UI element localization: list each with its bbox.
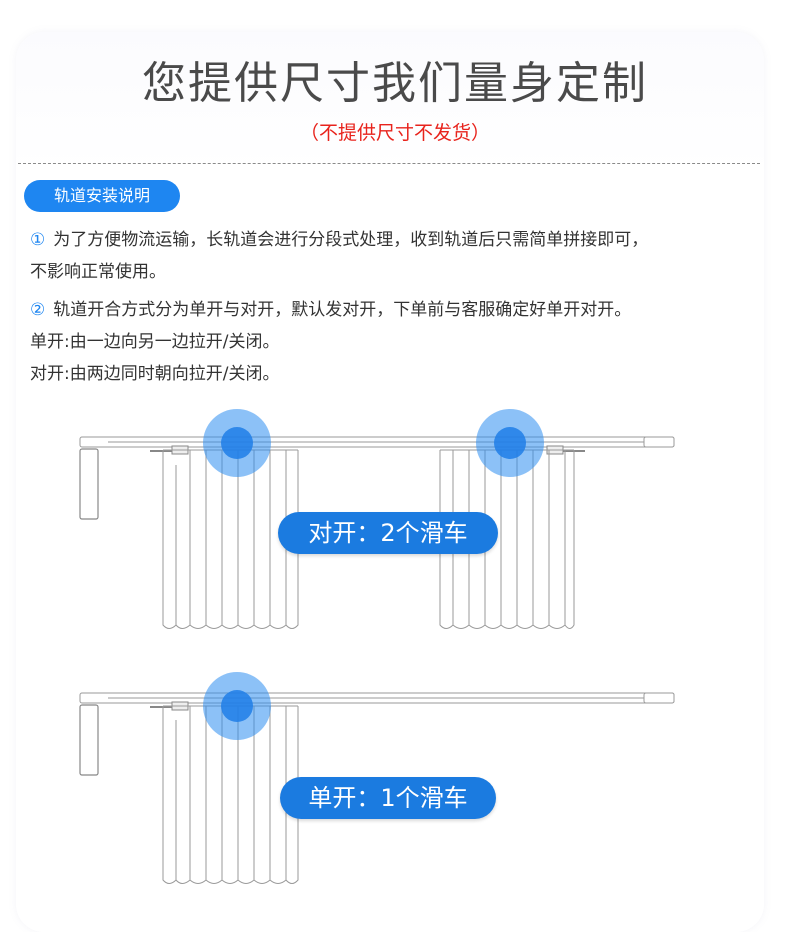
instruction-2: ② 轨道开合方式分为单开与对开，默认发对开，下单前与客服确定好单开对开。 单开:由…	[30, 294, 760, 390]
step-number-1: ①	[30, 230, 46, 250]
instruction-2-line-3: 对开:由两边同时朝向拉开/关闭。	[30, 364, 280, 384]
curtain-track-diagram	[79, 409, 675, 884]
double-open-track	[79, 409, 675, 629]
instruction-1-line-2: 不影响正常使用。	[30, 262, 166, 282]
section-label-pill: 轨道安装说明	[24, 180, 180, 212]
page-subtitle: （不提供尺寸不发货）	[299, 122, 490, 144]
single-open-label: 单开：1个滑车	[280, 777, 496, 819]
instruction-1-line-1: 为了方便物流运输，长轨道会进行分段式处理，收到轨道后只需简单拼接即可，	[53, 230, 649, 250]
page-title: 您提供尺寸我们量身定制	[142, 58, 648, 109]
dashed-divider	[18, 163, 760, 164]
instruction-1: ① 为了方便物流运输，长轨道会进行分段式处理，收到轨道后只需简单拼接即可， 不影响…	[30, 224, 760, 288]
double-open-label: 对开：2个滑车	[278, 512, 498, 554]
single-open-track	[79, 672, 675, 884]
instruction-2-line-1: 轨道开合方式分为单开与对开，默认发对开，下单前与客服确定好单开对开。	[53, 300, 632, 320]
step-number-2: ②	[30, 300, 46, 320]
instruction-2-line-2: 单开:由一边向另一边拉开/关闭。	[30, 332, 280, 352]
